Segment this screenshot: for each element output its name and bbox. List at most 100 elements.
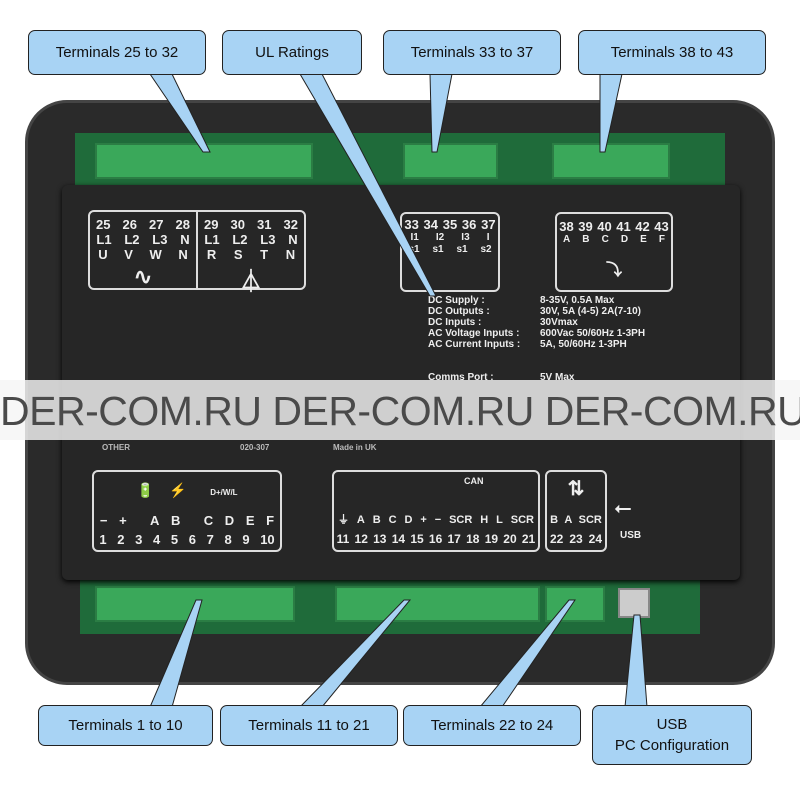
pointer-33-37 bbox=[429, 73, 453, 153]
can-label: CAN bbox=[464, 476, 484, 486]
terminal-label: 29 bbox=[204, 217, 219, 232]
terminal-label: SCR bbox=[578, 514, 602, 526]
terminal-label: SCR bbox=[449, 514, 473, 526]
callout-terminals-1-10: Terminals 1 to 10 bbox=[38, 705, 213, 746]
callout-terminals-25-32: Terminals 25 to 32 bbox=[28, 30, 206, 75]
terminal-label: B bbox=[372, 514, 381, 526]
terminal-label: 12 bbox=[354, 532, 368, 546]
terminal-label: U bbox=[98, 247, 108, 262]
terminal-label: 39 bbox=[578, 219, 593, 234]
pointer-11-21 bbox=[298, 599, 412, 708]
terminal-label: 24 bbox=[588, 532, 602, 546]
usb-port[interactable] bbox=[618, 588, 650, 618]
terminal-label: B bbox=[582, 234, 590, 245]
terminal-label: A bbox=[149, 513, 160, 528]
terminal-label: 8 bbox=[224, 532, 232, 547]
spec-text: 8-35V, 0.5A Max bbox=[540, 295, 615, 306]
spec-row: DC Supply :8-35V, 0.5A Max bbox=[428, 295, 645, 306]
terminal-label: 40 bbox=[597, 219, 612, 234]
terminal-label: B bbox=[171, 513, 181, 528]
connector-22-24 bbox=[545, 586, 605, 622]
watermark-band bbox=[0, 380, 800, 440]
spec-text: 5V Max bbox=[540, 372, 575, 383]
terminal-label: 7 bbox=[206, 532, 214, 547]
terminal-label: 16 bbox=[428, 532, 443, 546]
terminal-label: 41 bbox=[616, 219, 631, 234]
usb-icon: ⭠ bbox=[614, 495, 632, 520]
ac-generator-icon: ∿ bbox=[133, 264, 153, 289]
terminal-label: L3 bbox=[260, 232, 276, 247]
terminal-label: 37 bbox=[481, 217, 496, 232]
connector-11-21 bbox=[335, 586, 540, 622]
terminal-label: SCR bbox=[510, 514, 535, 526]
terminal-label: W bbox=[149, 247, 162, 262]
terminal-label: 5 bbox=[170, 532, 179, 547]
relay-contact-icon: ⤵ bbox=[605, 262, 622, 279]
spec-row: AC Voltage Inputs :600Vac 50/60Hz 1-3PH bbox=[428, 328, 645, 339]
terminal-label: A bbox=[563, 234, 571, 245]
terminal-label: 22 bbox=[549, 532, 564, 546]
terminal-label: 15 bbox=[410, 532, 424, 546]
pointer-22-24 bbox=[478, 599, 576, 708]
terminal-label: 20 bbox=[503, 532, 517, 546]
terminal-label: I1 bbox=[410, 232, 419, 243]
terminal-label: L2 bbox=[232, 232, 248, 247]
terminal-label: C bbox=[203, 513, 214, 528]
spec-text: AC Current Inputs : bbox=[428, 339, 521, 350]
terminal-label: D bbox=[404, 514, 413, 526]
terminal-label: + bbox=[420, 514, 427, 526]
terminal-label: 26 bbox=[122, 217, 137, 232]
spec-row: DC Inputs :30Vmax bbox=[428, 317, 645, 328]
terminal-label: 43 bbox=[654, 219, 669, 234]
part-code: 020-307 bbox=[240, 443, 270, 452]
terminal-label: D bbox=[224, 513, 235, 528]
terminal-label: L bbox=[496, 514, 503, 526]
terminal-label: A bbox=[356, 514, 365, 526]
connector-33-37 bbox=[403, 143, 498, 179]
terminal-label: F bbox=[266, 513, 275, 528]
terminal-label: 18 bbox=[466, 532, 480, 546]
terminal-label: N bbox=[178, 247, 188, 262]
made-in: Made in UK bbox=[333, 443, 377, 452]
pointer-1-10 bbox=[149, 599, 203, 708]
usb-label: USB bbox=[620, 530, 642, 541]
terminal-label: s1 bbox=[432, 244, 444, 255]
terminal-label: R bbox=[206, 247, 217, 262]
terminal-label: 42 bbox=[635, 219, 650, 234]
spec-text: DC Outputs : bbox=[428, 306, 490, 317]
battery-relay-icons: 🔋 ⚡ D+/W/L bbox=[136, 482, 238, 498]
terminal-label: 31 bbox=[257, 217, 272, 232]
terminal-label: C bbox=[388, 514, 397, 526]
connector-38-43 bbox=[552, 143, 670, 179]
rs485-arrows-icon: ⇅ bbox=[567, 478, 585, 500]
terminal-label: 25 bbox=[96, 217, 111, 232]
terminal-label: 11 bbox=[336, 532, 350, 546]
terminal-label: S bbox=[233, 247, 243, 262]
mains-pylon-icon: ⏃ bbox=[239, 269, 262, 294]
terminal-label: L1 bbox=[96, 232, 112, 247]
terminal-label: H bbox=[480, 514, 489, 526]
terminal-label: I2 bbox=[435, 232, 445, 243]
spec-row: Comms Port :5V Max bbox=[428, 372, 645, 383]
terminal-label: N bbox=[288, 232, 298, 247]
terminal-label: N bbox=[180, 232, 190, 247]
terminal-label: L3 bbox=[152, 232, 168, 247]
terminal-label: 6 bbox=[188, 532, 196, 547]
terminal-label: E bbox=[640, 234, 647, 245]
callout-terminals-11-21: Terminals 11 to 21 bbox=[220, 705, 398, 746]
callout-terminals-38-43: Terminals 38 to 43 bbox=[578, 30, 766, 75]
pointer-ul bbox=[299, 73, 437, 297]
terminal-label: D bbox=[620, 234, 629, 245]
spec-row: DC Outputs :30V, 5A (4-5) 2A(7-10) bbox=[428, 306, 645, 317]
terminal-label: 9 bbox=[242, 532, 250, 547]
terminal-label: 13 bbox=[373, 532, 387, 546]
spec-text: DC Inputs : bbox=[428, 317, 482, 328]
terminal-label: L2 bbox=[124, 232, 140, 247]
terminal-label: 35 bbox=[442, 217, 458, 232]
pointer-25-32 bbox=[149, 73, 211, 153]
terminal-label: 32 bbox=[283, 217, 298, 232]
